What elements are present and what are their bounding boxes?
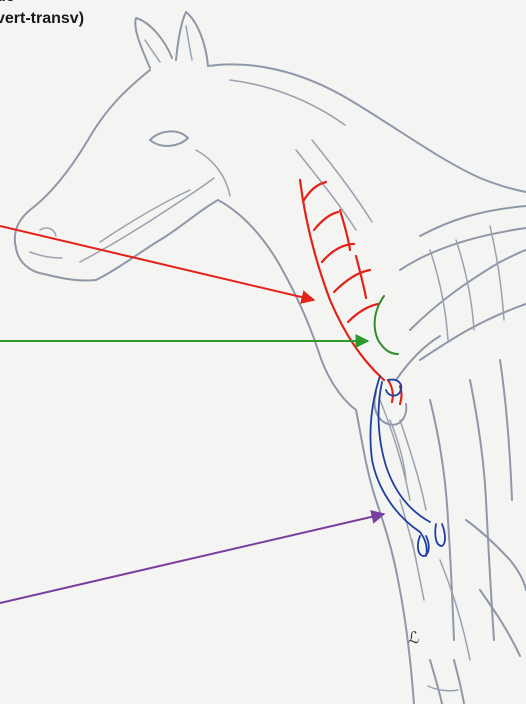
pointer-arrows [0, 226, 384, 603]
artist-signature: ℒ [408, 628, 420, 647]
chest-line [356, 410, 414, 704]
red-nerve-branches [300, 180, 402, 404]
green-nerve [375, 296, 398, 354]
purple-arrow [0, 514, 384, 603]
eye [150, 131, 188, 146]
horse-outline [15, 12, 526, 704]
neck-underside [218, 200, 356, 410]
neck-crest [208, 64, 526, 192]
left-ear [135, 18, 172, 68]
red-arrow [0, 226, 314, 300]
face-profile [15, 70, 150, 248]
